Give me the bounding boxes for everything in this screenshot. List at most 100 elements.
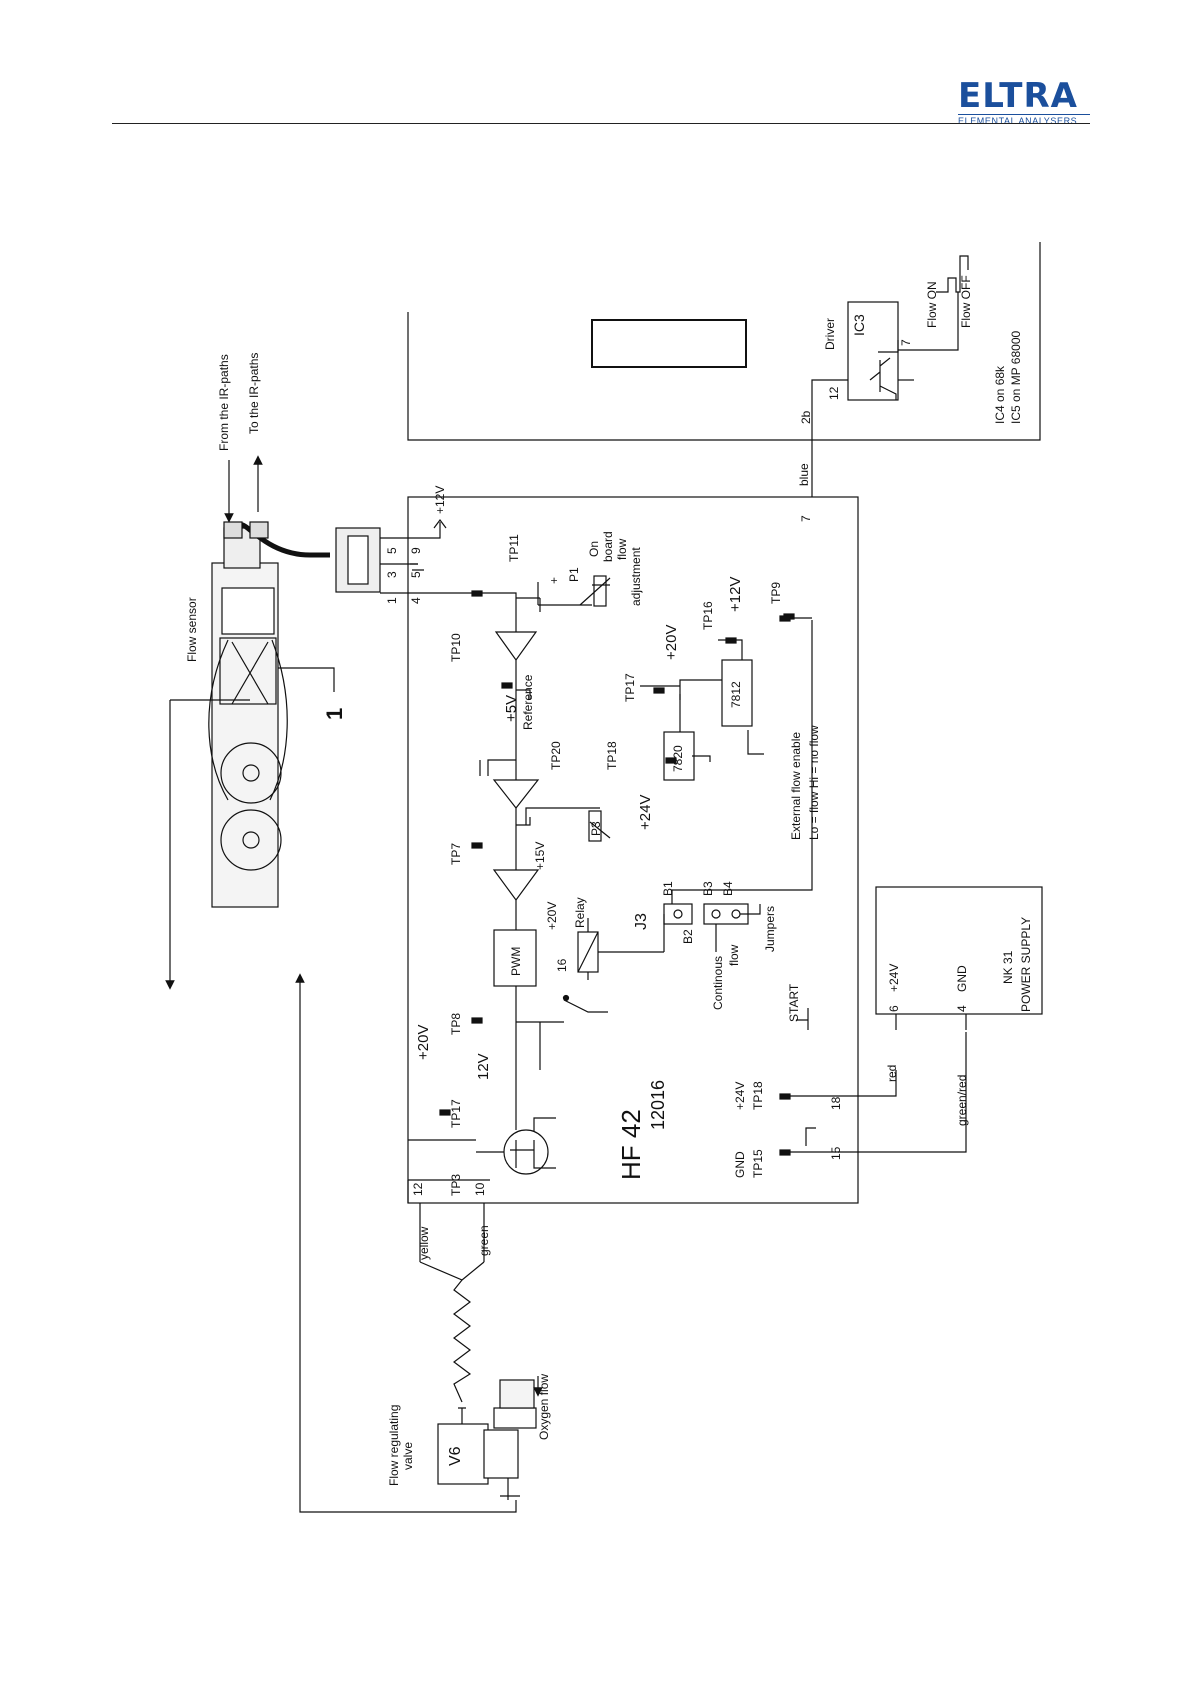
p3-supply: +15V [533, 842, 547, 870]
ps-24v-label: +24V [887, 964, 901, 992]
tp9-label: TP9 [769, 582, 783, 604]
tp17-top-label: TP17 [449, 1099, 463, 1128]
ps-pin-6: 6 [887, 1005, 901, 1012]
flow-off-label: Flow OFF [959, 275, 973, 328]
relay-supply: +20V [545, 902, 559, 930]
ir-inlet-label: From the IR-paths [217, 354, 231, 451]
valve-title: Flow regulating [387, 1405, 401, 1486]
j3-jumper-block [663, 620, 813, 952]
pwm-label: PWM [509, 947, 523, 976]
flow-sensor-drawing [208, 521, 330, 908]
tp9-marker [779, 615, 791, 622]
pin-label: 5 [409, 571, 423, 578]
display-window [591, 319, 747, 368]
b1-label: B1 [661, 881, 675, 896]
p1-plus: + [547, 577, 561, 584]
ic3-label: IC3 [851, 314, 867, 336]
p1-note-line: flow [615, 538, 629, 560]
tp16-label: TP16 [701, 601, 715, 630]
pin-10-label: 10 [473, 1182, 487, 1196]
tp17-mid-label: TP17 [623, 673, 637, 702]
p1-trimmer [537, 575, 611, 607]
driver-pin-12: 12 [827, 386, 841, 400]
drive-supply: +20V [415, 1025, 432, 1060]
pwm-block [493, 929, 537, 987]
continuous-flow-line: Continous [711, 956, 725, 1010]
reference-label: Reference [521, 674, 535, 730]
header-rule [112, 123, 1090, 124]
regulator-24v: +24V [637, 795, 654, 830]
tp7-label: TP7 [449, 843, 463, 865]
external-enable-title: External flow enable [789, 732, 803, 840]
ic5-note: IC5 on MP 68000 [1009, 330, 1023, 424]
callout-leader [278, 667, 335, 692]
external-enable-levels: Lo = flow Hi = no flow [807, 725, 821, 840]
pin-label: 1 [385, 597, 399, 604]
regulator-7820: 7820 [671, 745, 685, 772]
tp20-label: TP20 [549, 741, 563, 770]
green-wire-label: green [477, 1225, 491, 1256]
regulator-12v: +12V [727, 577, 744, 612]
tp15-label: TP15 [751, 1149, 765, 1178]
tp18-mid-label: TP18 [605, 741, 619, 770]
start-label: START [787, 983, 801, 1022]
board-name: HF 42 [616, 1109, 646, 1180]
b2-label: B2 [681, 929, 695, 944]
p1-note-line: adjustment [629, 547, 643, 606]
input-24v-label: +24V [733, 1082, 747, 1110]
tp10-label: TP10 [449, 633, 463, 662]
tp3-label: TP3 [449, 1174, 463, 1196]
p1-note-line: On [587, 541, 601, 557]
p3-trimmer [525, 807, 611, 842]
supply-12v-label: +12V [433, 486, 447, 514]
flow-waveform [936, 255, 969, 293]
driver-pin-7: 7 [899, 339, 913, 346]
continuous-flow-line: flow [727, 944, 741, 966]
input-gnd-label: GND [733, 1151, 747, 1178]
drive-pulse: 12V [475, 1053, 492, 1080]
pin-12-label: 12 [411, 1182, 425, 1196]
eltra-logo: ELTRA ELEMENTAL ANALYSERS [958, 78, 1090, 127]
driver-output-wire [811, 379, 848, 440]
pin-label: 4 [409, 597, 423, 604]
flow-on-label: Flow ON [925, 281, 939, 328]
twisted-valve-cable [419, 1261, 485, 1403]
ic4-note: IC4 on 68k [993, 365, 1007, 424]
blue-wire-label: blue [797, 463, 811, 486]
valve-to-sensor-line [295, 973, 517, 1513]
connector-pin-lines [380, 519, 447, 594]
jumpers-label: Jumpers [763, 906, 777, 952]
tp18-bottom-label: TP18 [751, 1081, 765, 1110]
logo-wordmark: ELTRA [958, 76, 1078, 116]
db9-connector [335, 527, 381, 593]
b3-label: B3 [701, 881, 715, 896]
tp11-label: TP11 [507, 534, 521, 562]
ir-outlet-label: To the IR-paths [247, 353, 261, 434]
board-number: 12016 [648, 1080, 668, 1130]
ps-gnd-label: GND [955, 965, 969, 992]
power-supply-box [875, 886, 1043, 1015]
p3-label: P3 [589, 821, 603, 836]
hf42-board-outline [407, 496, 859, 1204]
pin-2b-label: 2b [799, 410, 813, 424]
signal-chain [408, 590, 564, 1181]
valve-id: V6 [447, 1446, 464, 1466]
driver-transistor [869, 292, 959, 400]
valve-drawing [437, 1379, 537, 1500]
flow-sensor-label: Flow sensor [185, 597, 199, 662]
relay [562, 918, 664, 1013]
pin-7-label: 7 [799, 515, 813, 522]
j3-label: J3 [633, 913, 650, 930]
driver-label: Driver [823, 318, 837, 350]
pin-18-label: 18 [829, 1096, 843, 1110]
pin-label: 9 [409, 547, 423, 554]
power-input-wiring [779, 1008, 967, 1156]
green-red-wire-label: green/red [955, 1075, 969, 1126]
red-wire-label: red [885, 1065, 899, 1082]
ps-pin-4: 4 [955, 1005, 969, 1012]
b4-label: B4 [721, 881, 735, 896]
callout-number: 1 [322, 708, 347, 720]
relay-pin: 16 [555, 958, 569, 972]
